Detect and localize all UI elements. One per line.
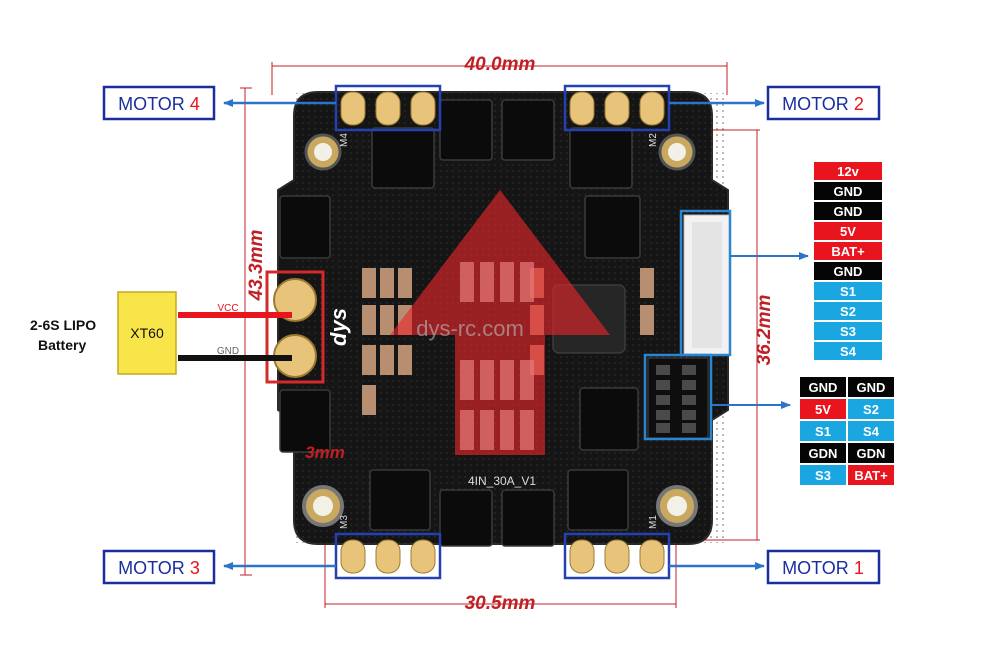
pin-header bbox=[647, 357, 709, 439]
dimension-mount-y: 36.2mm bbox=[754, 295, 775, 366]
header-pin-r3-c1: S1 bbox=[799, 420, 847, 442]
header-pin-r5-c1: S3 bbox=[799, 464, 847, 486]
dimension-mount-x: 30.5mm bbox=[465, 593, 536, 614]
battery-wires bbox=[117, 291, 292, 375]
connector-pin-10: S4 bbox=[813, 341, 883, 361]
battery-label-line1: 2-6S LIPO bbox=[30, 317, 96, 333]
header-pin-r1-c2: GND bbox=[847, 376, 895, 398]
motor-arrows bbox=[223, 99, 765, 570]
motor-4-label: MOTOR 4 bbox=[118, 94, 200, 114]
connector-pin-2: GND bbox=[813, 181, 883, 201]
vcc-wire-label: VCC bbox=[217, 303, 238, 314]
board-silkscreen: 4IN_30A_V1 bbox=[468, 474, 536, 488]
svg-text-layer: MOTOR 4 MOTOR 2 MOTOR 3 MOTOR 1 40.0mm 4… bbox=[30, 54, 864, 614]
header-pin-r1-c1: GND bbox=[799, 376, 847, 398]
battery-label-line2: Battery bbox=[38, 337, 86, 353]
connector-pin-5: BAT+ bbox=[813, 241, 883, 261]
header-pin-r3-c2: S4 bbox=[847, 420, 895, 442]
header-pin-r2-c1: 5V bbox=[799, 398, 847, 420]
board-brand-logo: dys bbox=[326, 308, 351, 346]
pad-label-m4: M4 bbox=[339, 133, 350, 147]
motor-1-label: MOTOR 1 bbox=[782, 558, 864, 578]
connector-pin-7: S1 bbox=[813, 281, 883, 301]
mounting-holes bbox=[302, 133, 698, 527]
connector-pin-8: S2 bbox=[813, 301, 883, 321]
pad-label-m1: M1 bbox=[648, 515, 659, 529]
red-arrow-overlay bbox=[390, 190, 610, 455]
gnd-wire-label: GND bbox=[217, 346, 239, 357]
pad-label-m3: M3 bbox=[339, 515, 350, 529]
motor-2-label: MOTOR 2 bbox=[782, 94, 864, 114]
watermark: dys-rc.com bbox=[416, 316, 524, 341]
dimension-height: 43.3mm bbox=[246, 230, 267, 302]
dimension-hole: 3mm bbox=[305, 443, 345, 462]
connector-pin-9: S3 bbox=[813, 321, 883, 341]
connector-xt60-label: XT60 bbox=[130, 325, 164, 341]
motor-pads bbox=[334, 84, 671, 580]
connector-pin-1: 12v bbox=[813, 161, 883, 181]
header-pin-r4-c1: GDN bbox=[799, 442, 847, 464]
header-pin-r4-c2: GDN bbox=[847, 442, 895, 464]
connector-pin-6: GND bbox=[813, 261, 883, 281]
callouts bbox=[643, 209, 809, 441]
jst-connector bbox=[683, 214, 731, 356]
motor-label-boxes bbox=[102, 85, 881, 585]
dimension-width: 40.0mm bbox=[464, 54, 536, 75]
connector-pin-3: GND bbox=[813, 201, 883, 221]
mosfet-chips bbox=[279, 99, 641, 547]
header-pin-r2-c2: S2 bbox=[847, 398, 895, 420]
motor-3-label: MOTOR 3 bbox=[118, 558, 200, 578]
connector-pin-4: 5V bbox=[813, 221, 883, 241]
header-pin-r5-c2: BAT+ bbox=[847, 464, 895, 486]
pad-label-m2: M2 bbox=[648, 133, 659, 147]
